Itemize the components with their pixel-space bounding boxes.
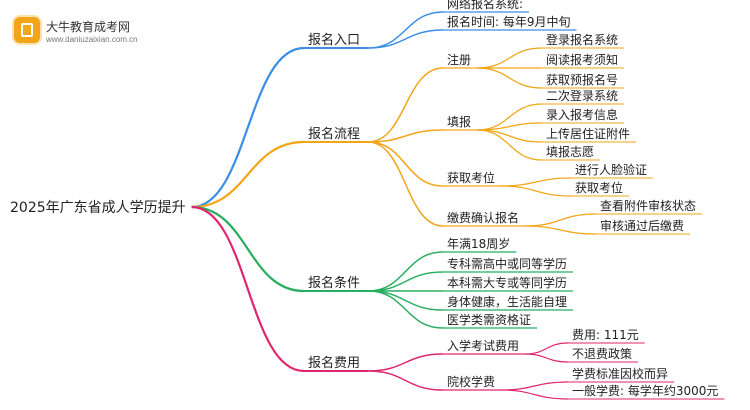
- sub-topic-label: 获取考位: [447, 170, 495, 185]
- sub-topic-label: 身体健康，生活能自理: [447, 294, 567, 309]
- sub-connector: [368, 251, 444, 292]
- sub-topic-label: 缴费确认报名: [447, 210, 519, 225]
- leaf-connector: [501, 177, 572, 187]
- leaf-label: 阅读报考须知: [546, 52, 618, 67]
- sub-topic-label: 注册: [447, 52, 471, 67]
- leaf-label: 审核通过后缴费: [600, 218, 684, 233]
- book-icon: [14, 17, 40, 43]
- sub-connector: [368, 129, 444, 143]
- sub-connector: [368, 29, 444, 49]
- leaf-label: 获取预报名号: [546, 72, 618, 87]
- sub-connector: [367, 141, 444, 227]
- leaf-label: 二次登录系统: [546, 88, 618, 103]
- leaf-connector: [501, 389, 569, 400]
- branch-label: 报名入口: [308, 32, 360, 48]
- leaf-connector: [477, 129, 543, 143]
- leaf-label: 填报志愿: [546, 144, 594, 159]
- sub-topic-label: 院校学费: [447, 374, 495, 389]
- leaf-label: 获取考位: [575, 180, 623, 195]
- leaf-label: 费用: 111元: [572, 328, 639, 342]
- leaf-connector: [525, 342, 569, 355]
- leaf-connector: [477, 47, 543, 69]
- leaf-label: 进行人脸验证: [575, 162, 647, 177]
- sub-topic-label: 本科需大专或等同学历: [447, 275, 567, 290]
- branch-connector: [191, 140, 305, 209]
- sub-connector: [368, 290, 444, 329]
- leaf-connector: [477, 129, 543, 161]
- site-logo: 大牛教育成考网 www.daniuzaixian.com.cn: [8, 14, 148, 50]
- branch-label: 报名流程: [308, 126, 360, 142]
- sub-connector: [368, 290, 444, 311]
- sub-topic-label: 网络报名系统:: [447, 0, 523, 11]
- branch-label: 报名费用: [308, 355, 360, 371]
- sub-connector: [368, 271, 444, 292]
- logo-title: 大牛教育成考网: [46, 20, 131, 34]
- sub-connector: [368, 353, 444, 372]
- leaf-connector: [525, 213, 597, 227]
- branch-connector: [191, 205, 305, 293]
- sub-topic-label: 年满18周岁: [447, 236, 510, 251]
- sub-connector: [368, 370, 444, 391]
- root-topic: 2025年广东省成人学历提升: [10, 200, 186, 216]
- leaf-label: 登录报名系统: [546, 32, 618, 47]
- leaf-label: 上传居住证附件: [546, 126, 630, 141]
- sub-topic-label: 填报: [447, 114, 471, 129]
- leaf-connector: [525, 225, 597, 235]
- leaf-connector: [525, 353, 569, 363]
- branch-connector: [191, 46, 305, 209]
- leaf-connector: [477, 67, 543, 89]
- sub-topic-label: 入学考试费用: [447, 338, 519, 353]
- leaf-label: 查看附件审核状态: [600, 198, 696, 213]
- leaf-label: 学费标准因校而异: [572, 366, 668, 381]
- branch-label: 报名条件: [308, 275, 360, 291]
- logo-url: www.daniuzaixian.com.cn: [46, 35, 138, 44]
- leaf-label: 一般学费: 每学年约3000元: [572, 383, 718, 398]
- sub-topic-label: 报名时间: 每年9月中旬: [447, 14, 571, 29]
- leaf-connector: [501, 185, 572, 197]
- leaf-label: 不退费政策: [572, 347, 632, 361]
- sub-topic-label: 医学类需资格证: [447, 312, 531, 327]
- sub-connector: [368, 141, 444, 187]
- sub-topic-label: 专科需高中或同等学历: [447, 256, 567, 271]
- branch-connector: [191, 205, 305, 373]
- leaf-label: 录入报考信息: [546, 107, 618, 122]
- leaf-connector: [501, 381, 569, 391]
- sub-connector: [368, 67, 444, 143]
